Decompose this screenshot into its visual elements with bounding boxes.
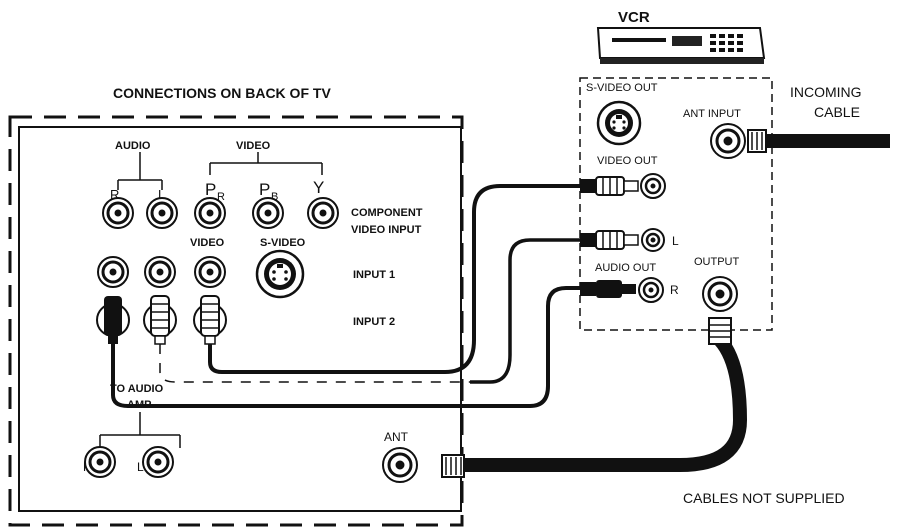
vcr-audio-out-label: AUDIO OUT <box>595 262 656 274</box>
pr-jack <box>194 197 226 229</box>
component-label-line1: COMPONENT <box>351 207 423 219</box>
vcr-audio-r-label: R <box>670 283 679 297</box>
pb-label: P <box>259 180 270 199</box>
video-cable <box>208 184 580 374</box>
amp-bracket <box>99 412 181 448</box>
audio-l-cable-right <box>470 238 580 384</box>
rca-jack <box>84 197 418 483</box>
vcr-audio-r-plug <box>580 280 636 298</box>
vcr-output-label: OUTPUT <box>694 256 740 268</box>
audio-l-label: L <box>158 187 165 202</box>
to-audio-amp-label-line1: TO AUDIO <box>110 383 164 395</box>
tv-ant-jack <box>382 447 418 483</box>
vcr-svideo-jack <box>596 100 642 146</box>
vcr-ant-input-label: ANT INPUT <box>683 108 741 120</box>
video-group-bracket <box>209 152 323 175</box>
vcr-audio-r-jack <box>638 277 664 303</box>
vcr-audio-l-plug <box>580 230 639 250</box>
vcr-ant-input-jack <box>710 123 746 159</box>
pb-jack <box>252 197 284 229</box>
audio-r-jack <box>102 197 134 229</box>
audio-group-bracket <box>117 152 163 190</box>
audio-l-jack <box>146 197 178 229</box>
ant-input-connector <box>747 129 767 153</box>
tv-ant-connector <box>441 454 465 478</box>
video-input-label: VIDEO <box>190 237 225 249</box>
audio-group-label: AUDIO <box>115 140 151 152</box>
vcr-video-out-jack <box>640 173 666 199</box>
incoming-cable-label-line1: INCOMING <box>790 84 862 100</box>
vcr-audio-l-jack <box>641 228 665 252</box>
vcr-output-jack <box>702 276 738 312</box>
input1-label: INPUT 1 <box>353 269 395 281</box>
vcr-device-icon <box>596 27 766 64</box>
vcr-title: VCR <box>618 9 650 26</box>
svideo-input-label: S-VIDEO <box>260 237 306 249</box>
cables-not-supplied-note: CABLES NOT SUPPLIED <box>683 490 845 506</box>
audio-r-label: R <box>110 187 119 202</box>
vcr-video-out-label: VIDEO OUT <box>597 155 658 167</box>
input2-label: INPUT 2 <box>353 316 395 328</box>
video-group-label: VIDEO <box>236 140 271 152</box>
incoming-cable-label-line2: CABLE <box>814 104 860 120</box>
input2-audio-r-plug <box>104 296 122 344</box>
vcr-back-dashed-panel <box>579 77 773 331</box>
component-label-line2: VIDEO INPUT <box>351 224 422 236</box>
audio-r-cable <box>111 286 580 408</box>
input1-audio-r-jack <box>97 256 129 288</box>
vcr-output-connector <box>708 317 732 345</box>
amp-l-jack <box>142 446 174 478</box>
pr-subscript-label: R <box>217 191 225 203</box>
amp-r-jack <box>84 446 116 478</box>
tv-svideo-jack <box>255 249 305 299</box>
vcr-svideo-out-label: S-VIDEO OUT <box>586 82 658 94</box>
pr-label: P <box>205 180 216 199</box>
y-jack <box>307 197 339 229</box>
input1-audio-l-jack <box>144 256 176 288</box>
input2-video-plug <box>200 295 220 345</box>
pb-subscript-label: B <box>271 191 278 203</box>
amp-l-label: L <box>137 460 144 474</box>
vcr-audio-l-label: L <box>672 234 679 248</box>
input2-audio-l-plug <box>150 295 170 345</box>
coax-cable-to-tv <box>462 335 748 472</box>
back-of-tv-title: CONNECTIONS ON BACK OF TV <box>113 85 331 101</box>
tv-back-panel <box>18 126 462 512</box>
y-label: Y <box>313 178 324 197</box>
input1-video-jack <box>194 256 226 288</box>
tv-ant-label: ANT <box>384 430 409 444</box>
vcr-video-out-plug <box>580 176 639 196</box>
